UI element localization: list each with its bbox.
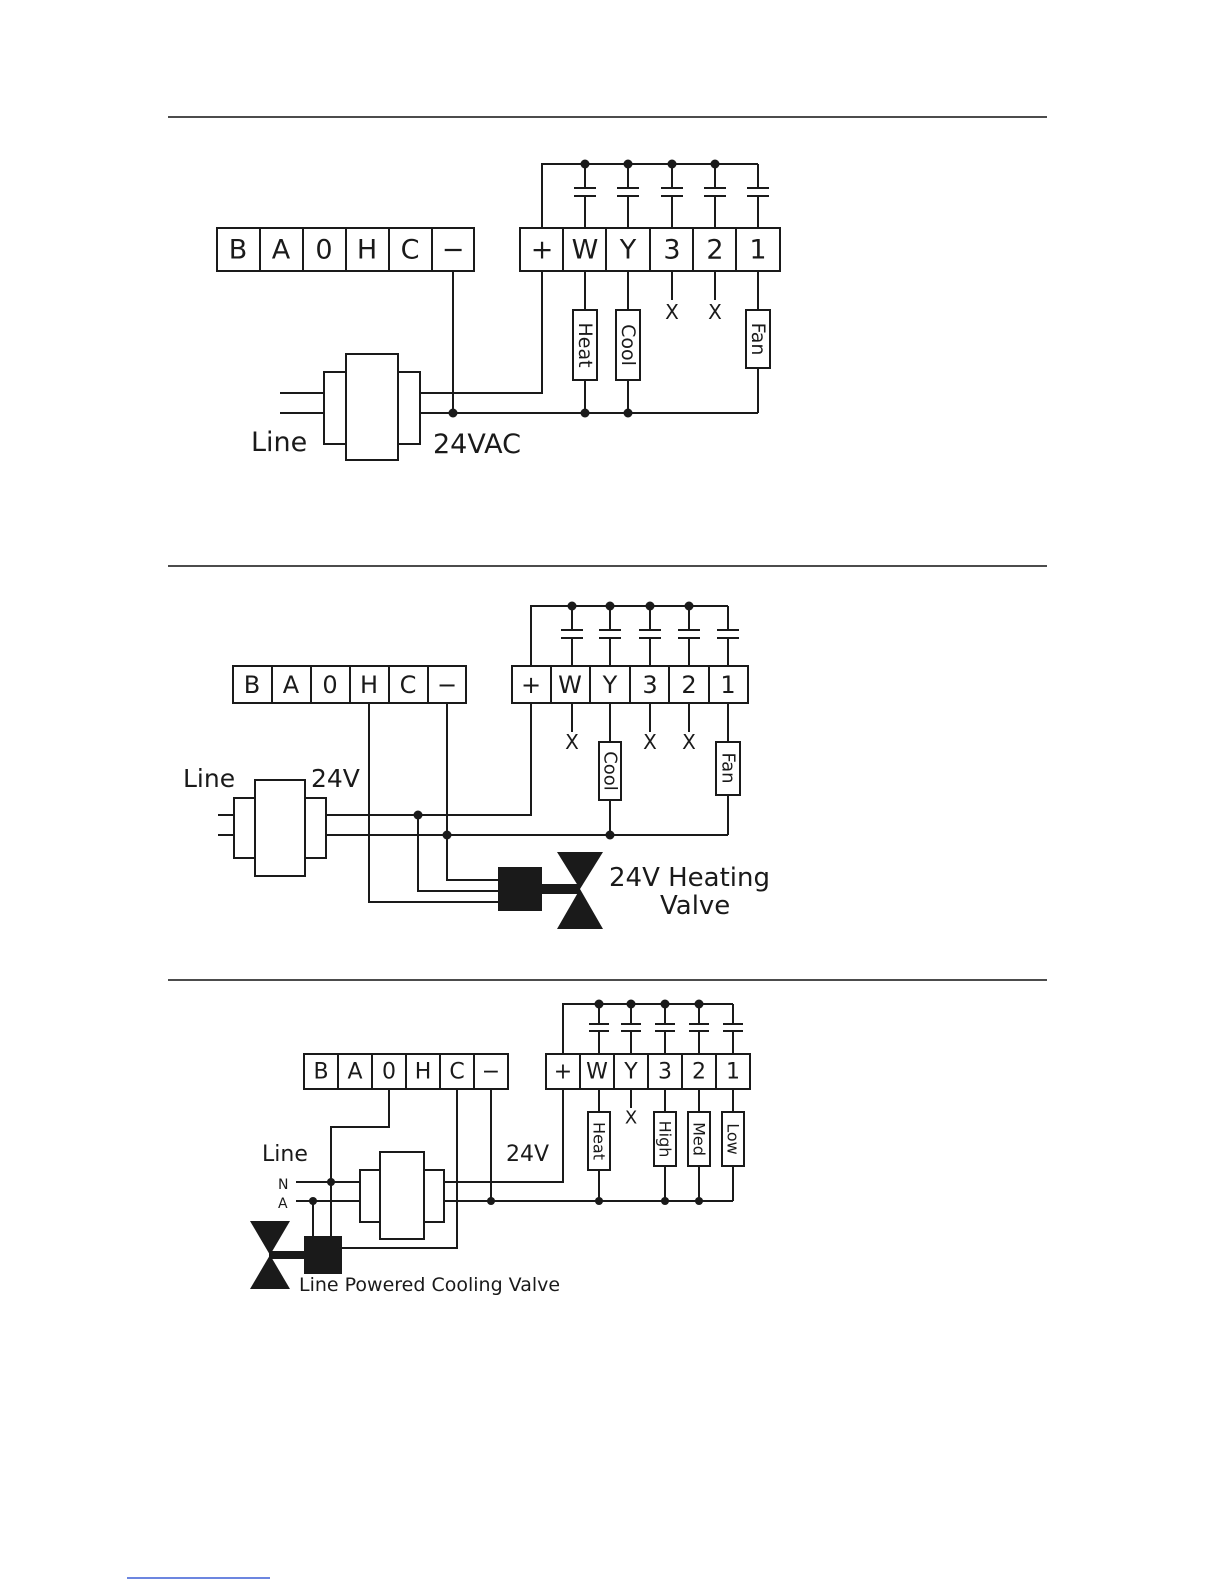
terminal-label: C bbox=[449, 1060, 464, 1085]
terminal-label: 0 bbox=[322, 671, 337, 699]
load-cool: Cool bbox=[599, 742, 621, 800]
right-terminal-block-3: + W Y 3 2 1 bbox=[546, 1054, 750, 1089]
capacitor-bus-1 bbox=[542, 160, 769, 229]
terminal-label: W bbox=[572, 235, 599, 266]
terminal-label: A bbox=[283, 671, 300, 699]
terminal-label: H bbox=[415, 1060, 432, 1085]
terminal-label: Y bbox=[619, 235, 637, 266]
terminal-label: − bbox=[437, 671, 457, 699]
junction-dot bbox=[327, 1178, 335, 1186]
capacitor-bus-3 bbox=[563, 1000, 743, 1055]
capacitor-bus-2 bbox=[531, 602, 739, 667]
terminal-label: Y bbox=[623, 1060, 638, 1085]
load-label: Fan bbox=[718, 752, 739, 783]
load-label: Heat bbox=[574, 322, 596, 367]
terminal-label: H bbox=[360, 671, 378, 699]
diagram-1: B A 0 H C − + W Y 3 2 1 bbox=[168, 117, 1047, 460]
line-label: Line bbox=[183, 764, 235, 793]
terminal-label: B bbox=[229, 235, 248, 266]
valve-label: 24V Heating bbox=[609, 863, 770, 893]
terminal-label: 2 bbox=[692, 1060, 706, 1085]
no-connect-mark: X bbox=[565, 730, 579, 754]
terminal-label: 3 bbox=[642, 671, 657, 699]
terminal-label: C bbox=[401, 235, 420, 266]
terminal-label: 1 bbox=[726, 1060, 740, 1085]
heating-valve bbox=[498, 852, 603, 929]
left-terminal-block-2: B A 0 H C − bbox=[233, 666, 466, 703]
junction-dot bbox=[414, 811, 423, 820]
terminal-label: 2 bbox=[681, 671, 696, 699]
load-label: Med bbox=[690, 1122, 709, 1156]
load-high: High bbox=[654, 1112, 676, 1166]
neutral-label: N bbox=[278, 1177, 288, 1193]
junction-dot bbox=[606, 831, 615, 840]
transformer-2 bbox=[218, 780, 326, 876]
terminal-label: + bbox=[554, 1060, 572, 1085]
no-connect-mark: X bbox=[665, 300, 679, 324]
load-heat: Heat bbox=[573, 310, 597, 380]
terminal-label: 3 bbox=[658, 1060, 672, 1085]
load-label: Low bbox=[724, 1123, 743, 1155]
terminal-label: 0 bbox=[315, 235, 332, 266]
terminal-label: A bbox=[272, 235, 291, 266]
load-cool: Cool bbox=[616, 310, 640, 380]
load-label: Fan bbox=[747, 323, 769, 356]
valve-label: Line Powered Cooling Valve bbox=[299, 1274, 560, 1296]
active-label: A bbox=[278, 1196, 288, 1212]
diagram-3: B A 0 H C − + W Y 3 2 1 bbox=[168, 980, 1047, 1296]
transformer-3 bbox=[360, 1152, 444, 1239]
diagram-2: B A 0 H C − + W Y 3 2 1 bbox=[168, 566, 1047, 929]
left-terminal-block-3: B A 0 H C − bbox=[304, 1054, 508, 1089]
terminal-label: − bbox=[482, 1060, 500, 1085]
junction-dot bbox=[309, 1197, 317, 1205]
terminal-label: 1 bbox=[749, 235, 766, 266]
junction-dot bbox=[595, 1197, 603, 1205]
junction-dot bbox=[661, 1197, 669, 1205]
terminal-label: W bbox=[558, 671, 582, 699]
load-med: Med bbox=[688, 1112, 710, 1166]
junction-dot bbox=[449, 409, 458, 418]
terminal-label: H bbox=[357, 235, 377, 266]
terminal-label: − bbox=[442, 235, 465, 266]
terminal-label: + bbox=[521, 671, 541, 699]
terminal-label: B bbox=[313, 1060, 328, 1085]
load-label: Cool bbox=[617, 324, 639, 366]
left-terminal-block-1: B A 0 H C − bbox=[217, 228, 474, 271]
terminal-label: A bbox=[347, 1060, 362, 1085]
right-terminal-block-2: + W Y 3 2 1 bbox=[512, 666, 748, 703]
load-low: Low bbox=[722, 1112, 744, 1166]
valve-label: Valve bbox=[660, 891, 730, 921]
junction-dot bbox=[624, 409, 633, 418]
terminal-label: 0 bbox=[382, 1060, 396, 1085]
junction-dot bbox=[487, 1197, 495, 1205]
no-connect-mark: X bbox=[625, 1108, 637, 1129]
junction-dot bbox=[443, 831, 452, 840]
right-terminal-block-1: + W Y 3 2 1 bbox=[520, 228, 780, 271]
load-label: High bbox=[656, 1121, 675, 1158]
junction-dot bbox=[581, 409, 590, 418]
load-fan: Fan bbox=[746, 310, 770, 368]
load-heat: Heat bbox=[588, 1112, 610, 1170]
terminal-label: + bbox=[531, 235, 554, 266]
voltage-label: 24V bbox=[506, 1142, 549, 1167]
no-connect-mark: X bbox=[643, 730, 657, 754]
line-label: Line bbox=[262, 1142, 308, 1167]
line-label: Line bbox=[251, 427, 307, 458]
voltage-label: 24V bbox=[311, 764, 360, 793]
terminal-label: W bbox=[586, 1060, 608, 1085]
terminal-label: C bbox=[400, 671, 417, 699]
terminal-label: B bbox=[244, 671, 260, 699]
load-fan: Fan bbox=[716, 742, 740, 795]
terminal-label: Y bbox=[602, 671, 618, 699]
voltage-label: 24VAC bbox=[433, 429, 521, 460]
terminal-label: 3 bbox=[663, 235, 680, 266]
junction-dot bbox=[695, 1197, 703, 1205]
terminal-label: 1 bbox=[720, 671, 735, 699]
load-label: Heat bbox=[590, 1122, 609, 1160]
no-connect-mark: X bbox=[708, 300, 722, 324]
load-label: Cool bbox=[600, 751, 621, 791]
terminal-label: 2 bbox=[706, 235, 723, 266]
no-connect-mark: X bbox=[682, 730, 696, 754]
